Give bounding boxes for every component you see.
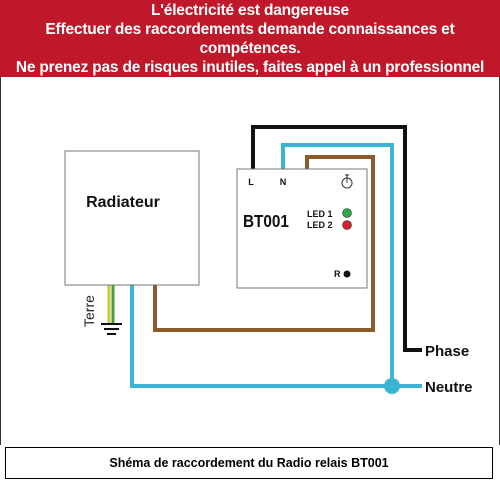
neutral-wire-radiator	[130, 285, 422, 388]
reset-label: R	[334, 269, 341, 279]
warning-banner: L'électricité est dangereuse Effectuer d…	[0, 0, 500, 77]
warning-line-2: Effectuer des raccordements demande conn…	[45, 20, 455, 57]
neutral-junction	[384, 378, 400, 394]
radiator-label: Radiateur	[86, 194, 160, 211]
neutral-label: Neutre	[425, 379, 473, 396]
led1-label: LED 1	[307, 209, 333, 219]
warning-line-3: Ne prenez pas de risques inutiles, faite…	[15, 58, 485, 76]
pilot-wire-icon	[341, 174, 353, 189]
terminal-l-label: L	[248, 177, 254, 187]
led2-indicator	[342, 220, 352, 230]
warning-title: L'électricité est dangereuse	[151, 1, 349, 19]
led2-label: LED 2	[307, 220, 333, 230]
phase-wire	[251, 125, 422, 352]
terminal-n-label: N	[280, 177, 287, 187]
phase-label: Phase	[425, 343, 469, 360]
neutral-wire-module	[281, 143, 394, 386]
radiator-box	[64, 150, 200, 286]
ground-icon	[101, 323, 122, 335]
diagram-caption: Shéma de raccordement du Radio relais BT…	[5, 447, 493, 479]
module-name: BT001	[243, 211, 289, 231]
caption-text: Shéma de raccordement du Radio relais BT…	[109, 456, 389, 470]
ground-label: Terre	[81, 295, 97, 327]
wiring-diagram: Terre Radiateur L N BT001 LED 1 LED 2 R …	[0, 77, 500, 445]
pilot-wire	[153, 155, 375, 332]
reset-button	[343, 270, 351, 278]
led1-indicator	[342, 208, 352, 218]
